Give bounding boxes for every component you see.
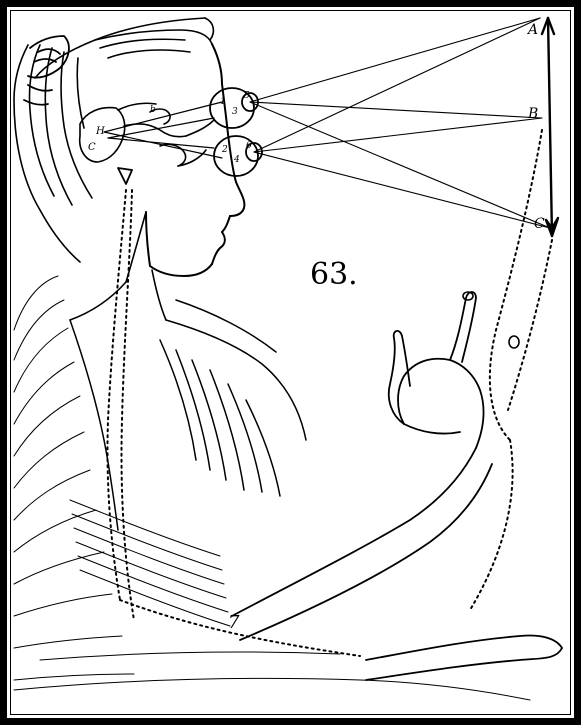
nerve-path-dotted xyxy=(106,129,553,657)
label-b: B xyxy=(527,106,538,122)
optic-nerves xyxy=(103,101,223,159)
brain-label-c: C xyxy=(88,142,96,153)
label-c: C xyxy=(534,216,545,232)
raised-arm xyxy=(231,291,493,641)
headband xyxy=(23,35,70,106)
chest-label-7: 7 xyxy=(228,612,240,633)
eye-label-1: 1 xyxy=(220,97,226,107)
pointing-hand xyxy=(365,634,563,681)
finger-markers xyxy=(462,291,520,349)
eye-label-3: 3 xyxy=(232,107,238,117)
figure-number: 63. xyxy=(310,257,358,292)
eye-label-2: 2 xyxy=(221,145,228,155)
eye-label-5: 5 xyxy=(244,91,250,101)
lower-eye xyxy=(213,135,263,177)
back-shading xyxy=(13,275,135,681)
hair xyxy=(13,17,215,263)
face-profile xyxy=(145,43,246,277)
engraving-svg: A B C 1 3 5 2 4 6 H C b 63. 7 xyxy=(13,16,563,701)
lower-cloth xyxy=(13,499,531,701)
light-rays xyxy=(249,17,551,229)
arrow-object xyxy=(540,16,560,238)
pineal-gland xyxy=(117,167,133,185)
drapery xyxy=(69,299,307,531)
eye-label-6: 6 xyxy=(246,141,252,151)
label-a: A xyxy=(526,22,538,38)
eye-label-4: 4 xyxy=(233,155,240,165)
inner-border xyxy=(10,10,571,715)
brain-label-b: b xyxy=(150,105,156,115)
brain-label-h: H xyxy=(95,126,105,137)
